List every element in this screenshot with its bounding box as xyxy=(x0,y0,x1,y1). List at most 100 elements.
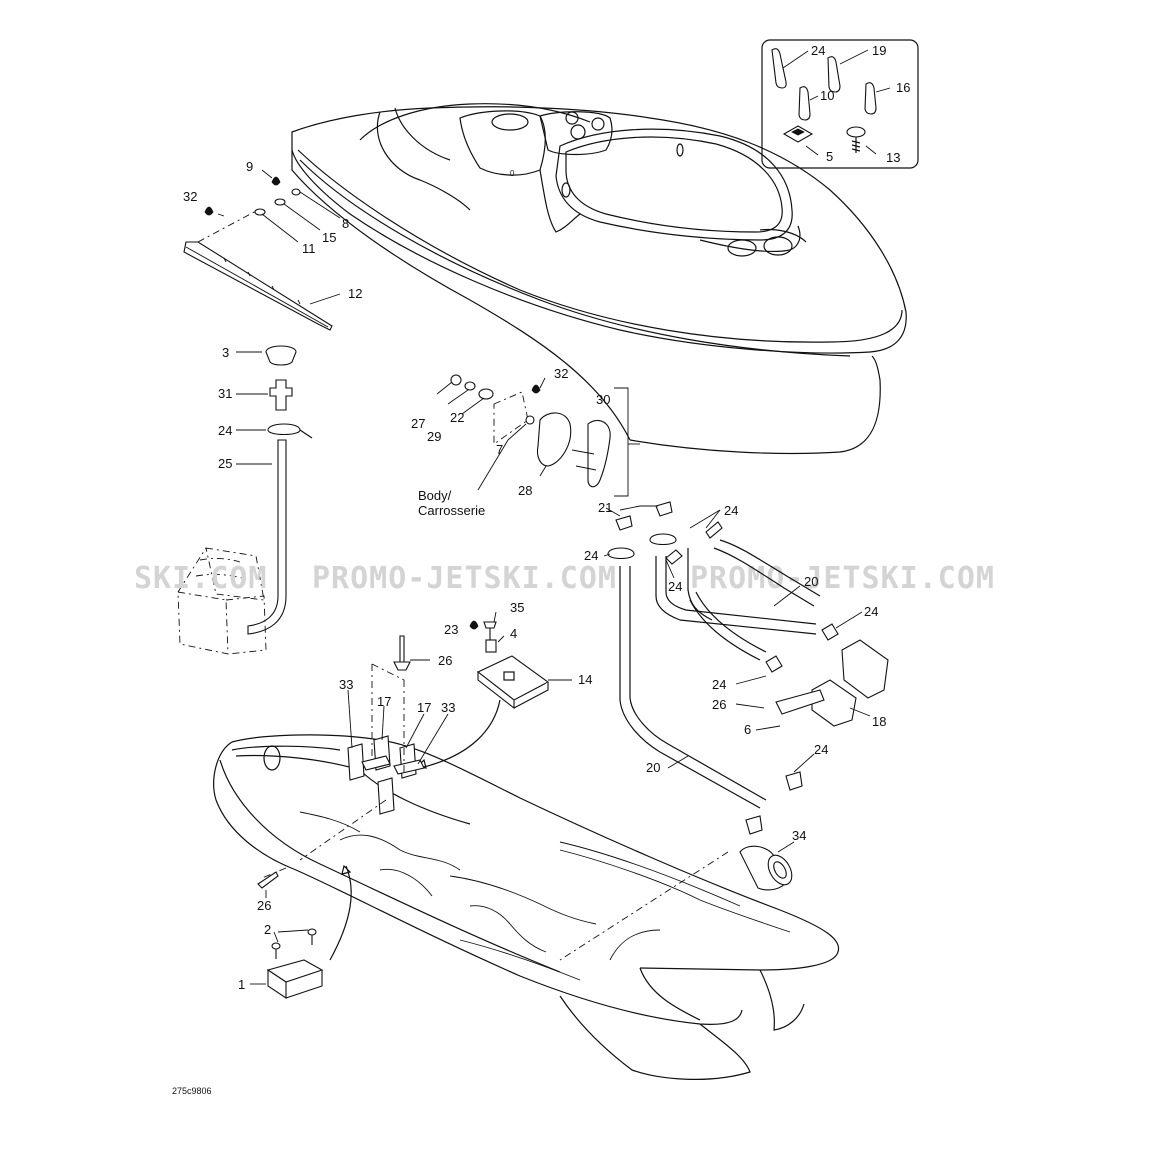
callout-24-top: 24 xyxy=(724,503,738,518)
strainer-18a-icon xyxy=(841,639,889,699)
callout-29: 29 xyxy=(427,429,441,444)
callout-24-vent: 24 xyxy=(218,423,232,438)
callout-labels: 24 19 10 16 5 13 9 32 8 15 11 12 3 31 24… xyxy=(172,43,910,1096)
cable-tie-10-icon xyxy=(798,86,811,121)
callout-4: 4 xyxy=(510,626,517,641)
callout-24-lower: 24 xyxy=(668,579,682,594)
callout-24-end: 24 xyxy=(814,742,828,757)
outlet-34 xyxy=(739,841,795,891)
callout-1: 1 xyxy=(238,977,245,992)
vent-tube-assembly xyxy=(177,345,313,655)
callout-26-lower: 26 xyxy=(257,898,271,913)
callout-6: 6 xyxy=(744,722,751,737)
callout-18: 18 xyxy=(872,714,886,729)
cable-tie-19-icon xyxy=(827,56,841,93)
body-mark: 0 xyxy=(510,169,515,178)
rub-rail xyxy=(183,209,333,331)
callout-15: 15 xyxy=(322,230,336,245)
callout-20-lower: 20 xyxy=(646,760,660,775)
watermark-center: PROMO-JETSKI.COM xyxy=(312,561,617,596)
callout-22: 22 xyxy=(450,410,464,425)
washer-11-icon xyxy=(254,208,266,216)
callout-28: 28 xyxy=(518,483,532,498)
sealant-drop-32-icon xyxy=(204,206,214,216)
callout-32-latch: 32 xyxy=(554,366,568,381)
callout-33-left: 33 xyxy=(339,677,353,692)
screw-13-icon xyxy=(846,126,866,153)
callout-3: 3 xyxy=(222,345,229,360)
cable-tie-16-icon xyxy=(864,82,877,115)
lower-hull xyxy=(213,663,840,1080)
grommet-3-icon xyxy=(265,345,297,366)
callout-20-upper: 20 xyxy=(804,574,818,589)
callout-24-pickup: 24 xyxy=(712,677,726,692)
nut-27-icon xyxy=(450,374,462,386)
callout-5: 5 xyxy=(826,149,833,164)
watermark-left: SKI.COM xyxy=(134,561,267,596)
lower-fasteners xyxy=(250,871,324,1000)
upper-body-deck: 0 xyxy=(291,103,907,455)
clip-nut-5-icon xyxy=(782,125,814,143)
callout-24-mid: 24 xyxy=(584,548,598,563)
screw-2b-icon xyxy=(307,928,317,945)
callout-12: 12 xyxy=(348,286,362,301)
rivet-26b-icon xyxy=(257,871,279,889)
bracket-6-icon xyxy=(775,689,825,715)
spacer-4-icon xyxy=(485,639,497,653)
bracket-33b-icon xyxy=(377,777,395,815)
watermark-right: PROMO-JETSKI.COM xyxy=(690,561,995,596)
callout-11: 11 xyxy=(302,241,316,256)
nut-8-icon xyxy=(291,188,301,196)
body-label-line1: Body/ xyxy=(418,488,452,503)
callout-24-right: 24 xyxy=(864,604,878,619)
clamp-24-icon xyxy=(267,423,313,439)
body-panel-outline xyxy=(493,391,529,445)
hook-30-icon xyxy=(587,420,611,488)
callout-25: 25 xyxy=(218,456,232,471)
callout-17-right: 17 xyxy=(417,700,431,715)
screw-2a-icon xyxy=(271,942,281,959)
bilge-hose-assembly xyxy=(603,501,889,835)
callout-31: 31 xyxy=(218,386,232,401)
washer-15-icon xyxy=(274,198,286,206)
battery-box-icon xyxy=(177,547,267,655)
body-label-line2: Carrosserie xyxy=(418,503,485,518)
screw-35-icon xyxy=(483,621,497,640)
callout-30: 30 xyxy=(596,392,610,407)
sealant-drop-9-icon xyxy=(271,176,281,186)
callout-23: 23 xyxy=(444,622,458,637)
callout-21: 21 xyxy=(598,500,612,515)
plate-assembly xyxy=(393,611,572,769)
callout-24-inset: 24 xyxy=(811,43,825,58)
fitting-31-icon xyxy=(269,379,293,411)
callout-9: 9 xyxy=(246,159,253,174)
callout-16: 16 xyxy=(896,80,910,95)
sealant-drop-23-icon xyxy=(469,620,479,630)
callout-14: 14 xyxy=(578,672,592,687)
latch-assembly xyxy=(436,374,640,497)
callout-10: 10 xyxy=(820,88,834,103)
callout-27: 27 xyxy=(411,416,425,431)
drawing-code: 275c9806 xyxy=(172,1086,212,1096)
callout-7: 7 xyxy=(496,442,503,457)
tube-25-icon xyxy=(247,439,287,635)
bracket-33a-icon xyxy=(347,743,365,781)
washer-22-icon xyxy=(478,388,494,400)
callout-8: 8 xyxy=(342,216,349,231)
callout-17-left: 17 xyxy=(377,694,391,709)
latch-28-icon xyxy=(536,412,572,467)
callout-13: 13 xyxy=(886,150,900,165)
cable-tie-24-icon xyxy=(771,48,787,89)
callout-26-center: 26 xyxy=(438,653,452,668)
hardware-inset xyxy=(761,39,919,169)
strainer-18b-icon xyxy=(811,679,857,727)
rivet-26-icon xyxy=(399,635,405,665)
rail-fasteners xyxy=(204,169,341,305)
callout-26-pickup: 26 xyxy=(712,697,726,712)
callout-33-right: 33 xyxy=(441,700,455,715)
fitting-21b-icon xyxy=(655,501,673,517)
fitting-21a-icon xyxy=(615,515,633,531)
callout-19: 19 xyxy=(872,43,886,58)
